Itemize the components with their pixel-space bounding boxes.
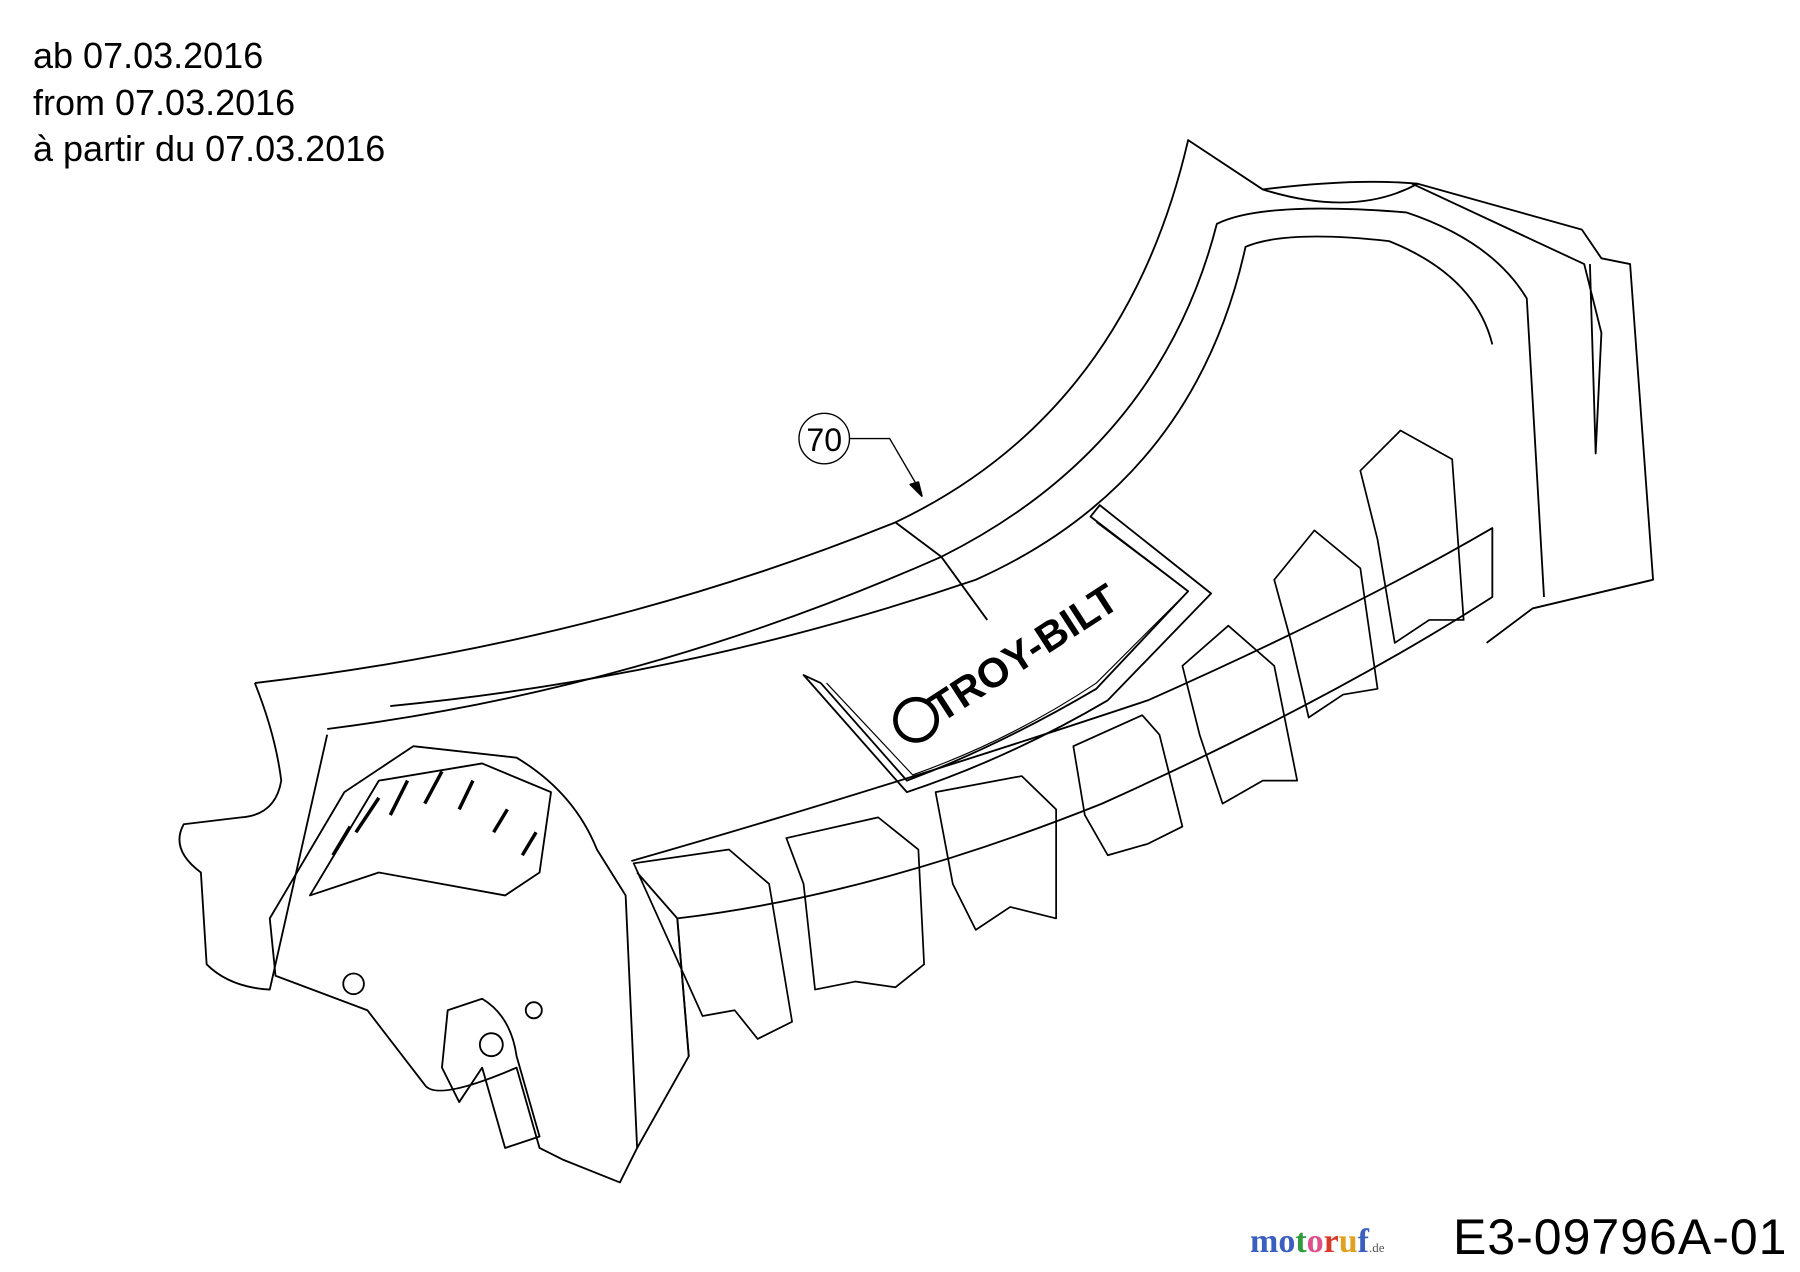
watermark-logo: motoruf.de bbox=[1250, 1222, 1385, 1268]
left-flap bbox=[178, 682, 329, 991]
validity-note-fr: à partir du 07.03.2016 bbox=[33, 128, 386, 169]
watermark-letter: f bbox=[1357, 1223, 1369, 1260]
troy-bilt-logo: TROY-BILT bbox=[893, 575, 1127, 743]
watermark-letter: r bbox=[1323, 1223, 1339, 1260]
watermark-text: motoruf bbox=[1250, 1223, 1369, 1260]
shield-inner-curve bbox=[327, 207, 1545, 730]
drawing-code: E3-09796A-01 bbox=[1453, 1209, 1788, 1265]
ribs bbox=[632, 429, 1465, 1040]
shield-body bbox=[631, 527, 1494, 1149]
watermark-suffix: .de bbox=[1369, 1240, 1385, 1255]
watermark-letter: t bbox=[1295, 1223, 1307, 1260]
validity-note-en: from 07.03.2016 bbox=[33, 82, 296, 123]
shield-top-edge bbox=[254, 139, 1654, 684]
callout-arrowhead bbox=[909, 481, 923, 497]
height-adjust-bracket bbox=[268, 745, 639, 1184]
watermark-letter: u bbox=[1338, 1223, 1358, 1260]
validity-note-de: ab 07.03.2016 bbox=[33, 35, 264, 76]
watermark-letter: o bbox=[1306, 1223, 1324, 1260]
callout-leader bbox=[849, 437, 923, 495]
callout-label: 70 bbox=[806, 422, 842, 458]
logo-plate bbox=[802, 504, 1213, 794]
watermark-letter: o bbox=[1278, 1223, 1296, 1260]
watermark-letter: m bbox=[1250, 1223, 1279, 1260]
